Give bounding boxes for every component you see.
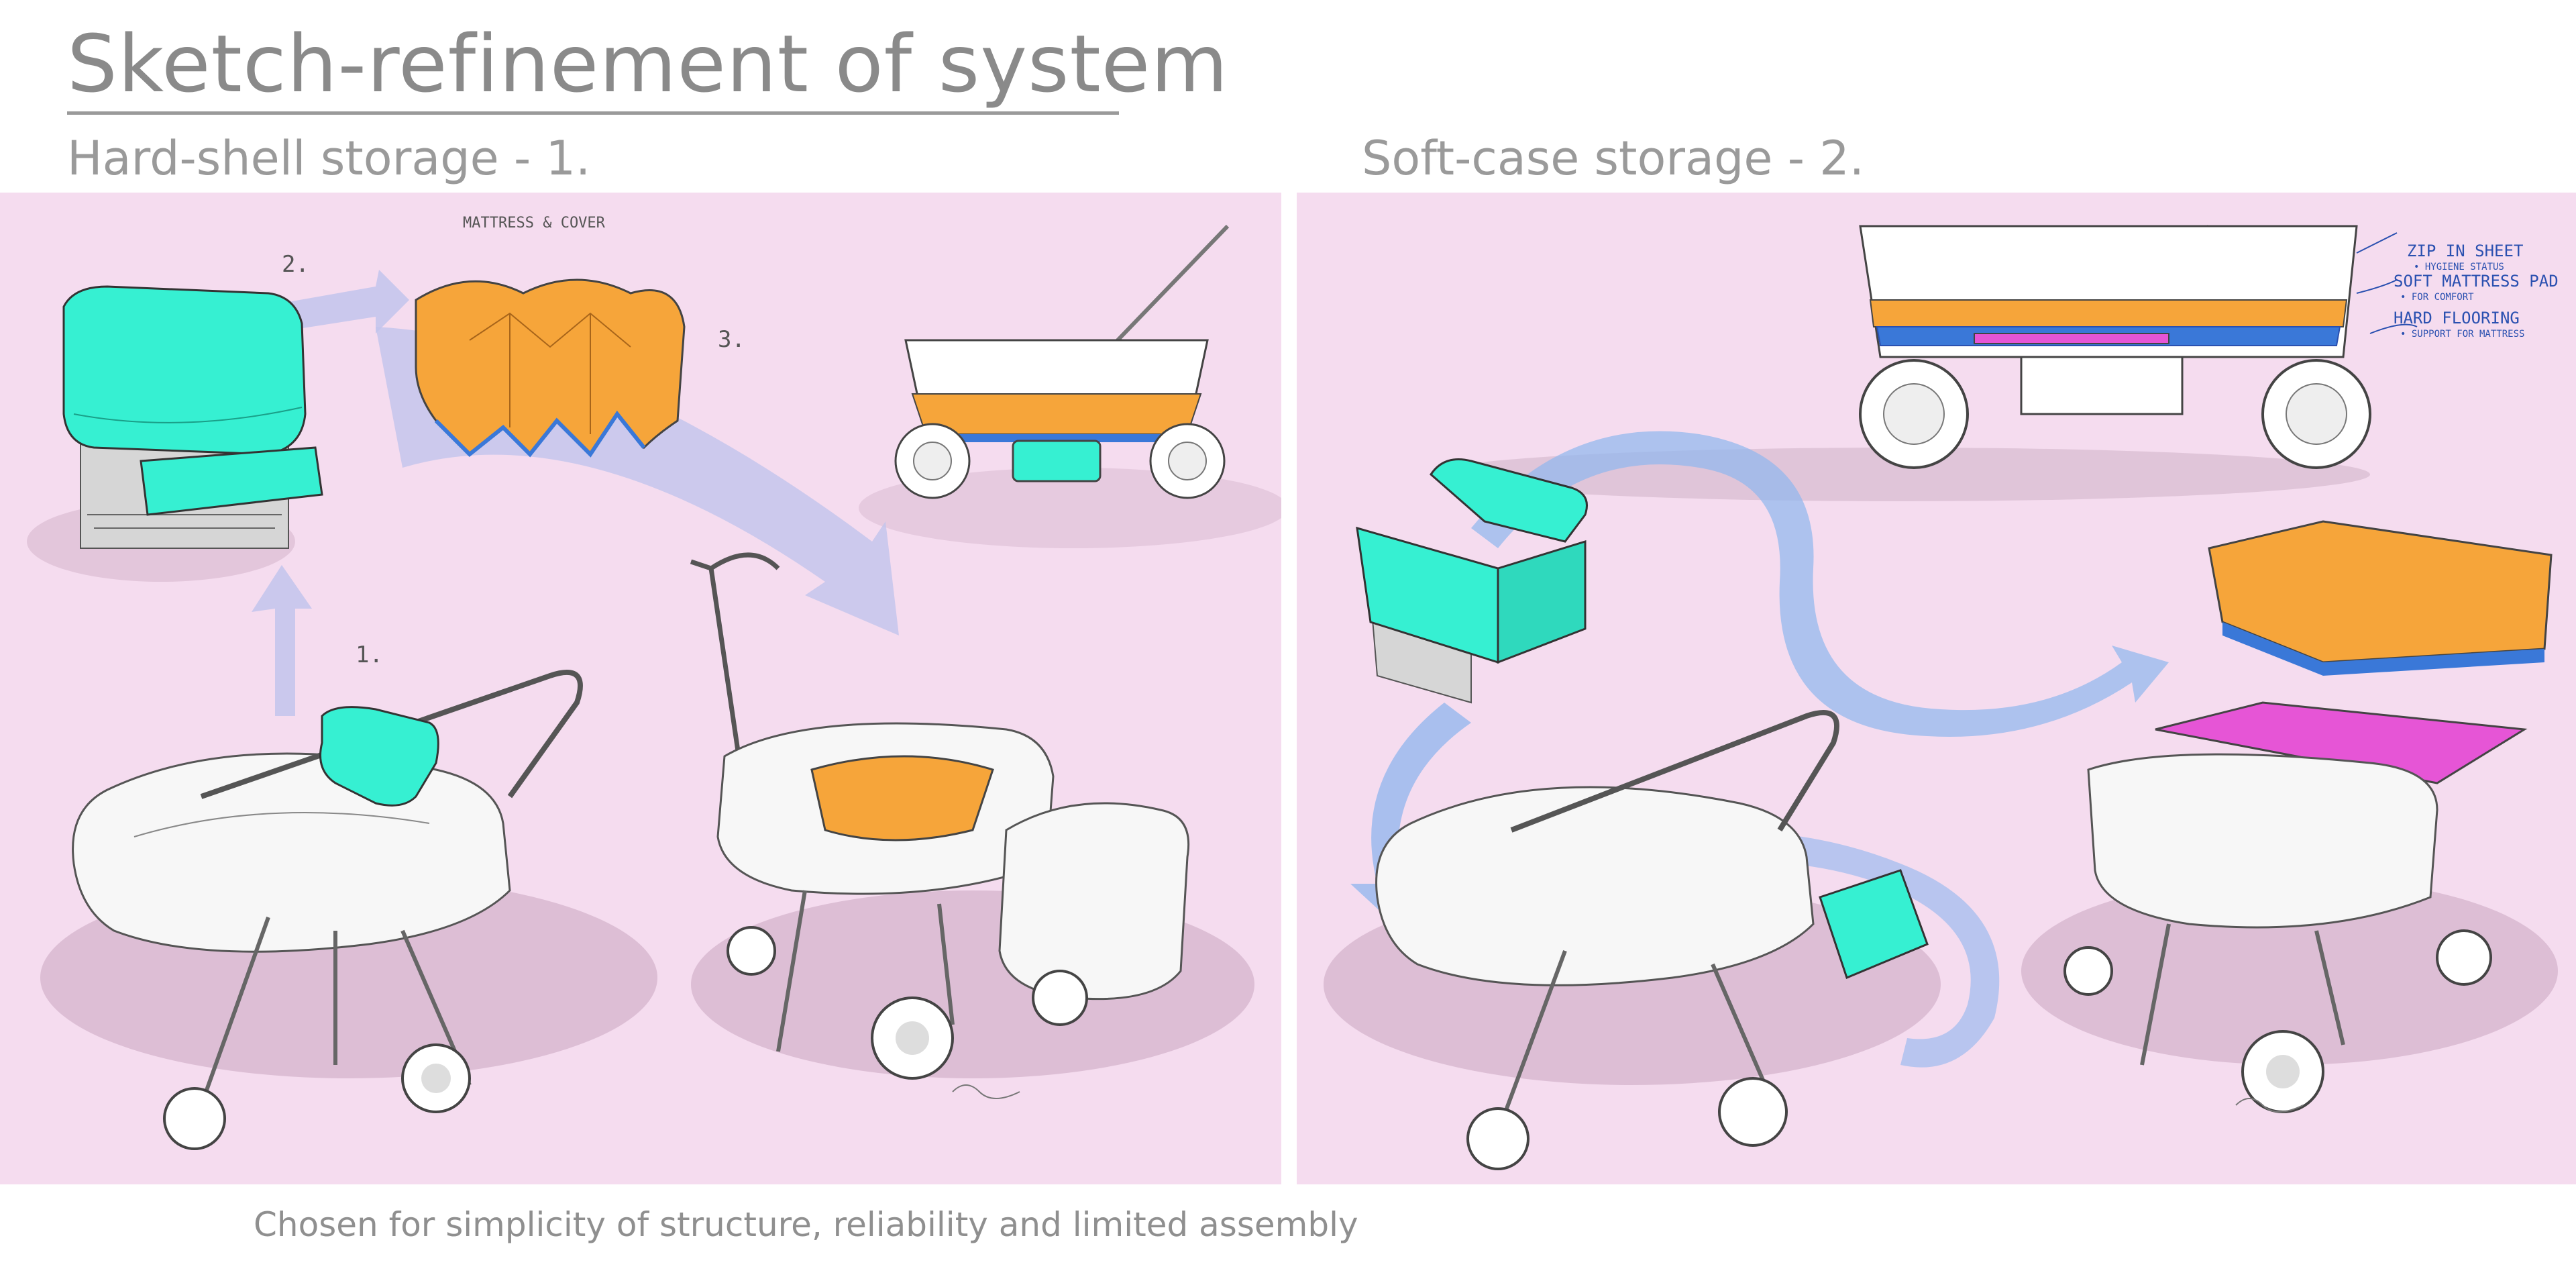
wagon-side-view	[1859, 224, 2418, 469]
stroller-right	[690, 552, 1190, 1080]
page-title: Sketch-refinement of system	[67, 17, 1229, 110]
step-3-label: 3.	[718, 326, 745, 353]
hard-shell-sketch: MATTRESS & COVER 2. 3. 1.	[27, 215, 1281, 1150]
orange-mattress	[415, 278, 686, 458]
step-2-label: 2.	[282, 251, 309, 278]
artist-signature-2	[2235, 1098, 2304, 1113]
step-1-label: 1.	[356, 642, 383, 668]
teal-soft-case-box	[1356, 458, 1588, 704]
subtitle-hard-shell: Hard-shell storage - 1.	[67, 131, 591, 186]
subtitle-soft-case: Soft-case storage - 2.	[1362, 131, 1865, 186]
zip-in-sheet-note: ZIP IN SHEET	[2407, 242, 2523, 260]
soft-case-sketch-panel: ZIP IN SHEET • HYGIENE STATUS SOFT MATTR…	[1297, 193, 2576, 1184]
teal-box-on-handle	[319, 706, 439, 807]
soft-mattress-pad-sub: • FOR COMFORT	[2400, 292, 2474, 303]
arrow-step-1	[252, 565, 312, 716]
caption-chosen-reason: Chosen for simplicity of structure, reli…	[254, 1205, 1358, 1244]
artist-signature	[952, 1084, 1020, 1099]
arrow-soft-case-transfer	[1471, 431, 2169, 737]
hard-flooring-sub: • SUPPORT FOR MATTRESS	[2400, 329, 2524, 340]
wagon-side-sketch	[894, 224, 1230, 499]
hard-shell-sketch-panel: MATTRESS & COVER 2. 3. 1.	[0, 193, 1281, 1184]
stroller-left	[72, 670, 583, 1150]
zip-in-sheet-sub: • HYGIENE STATUS	[2414, 262, 2504, 272]
teal-hard-shell-box	[62, 285, 323, 549]
teal-box-under-stroller	[1819, 869, 1929, 980]
stroller-right-soft	[2063, 520, 2553, 1113]
title-underline	[67, 111, 1119, 115]
mattress-cover-note: MATTRESS & COVER	[463, 215, 606, 232]
arrow-ribbon-loop	[1444, 831, 2000, 1068]
soft-case-sketch: ZIP IN SHEET • HYGIENE STATUS SOFT MATTR…	[1324, 224, 2559, 1170]
soft-mattress-pad-note: SOFT MATTRESS PAD	[2394, 272, 2559, 291]
hard-flooring-note: HARD FLOORING	[2394, 309, 2520, 327]
stroller-left-soft	[1375, 710, 1929, 1170]
